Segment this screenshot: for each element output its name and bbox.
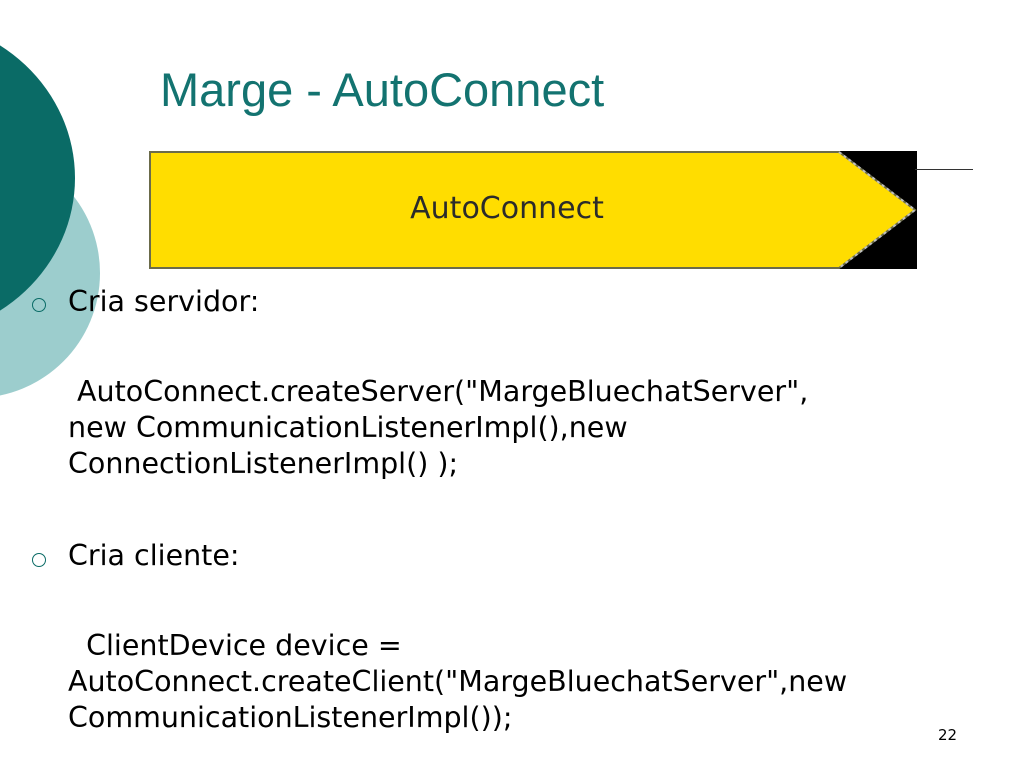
banner-label: AutoConnect xyxy=(410,191,604,226)
bullet-marker xyxy=(32,553,46,567)
code-line: new CommunicationListenerImpl(),new xyxy=(68,411,628,444)
divider-line xyxy=(915,169,973,170)
slide-title: Marge - AutoConnect xyxy=(160,63,605,116)
autoconnect-banner: AutoConnect xyxy=(149,151,917,269)
page-number: 22 xyxy=(938,726,958,744)
bullet-label-server: Cria servidor: xyxy=(68,285,260,318)
code-line: CommunicationListenerImpl()); xyxy=(68,701,513,734)
code-line: ClientDevice device = xyxy=(68,629,402,662)
code-line: AutoConnect.createServer("MargeBluechatS… xyxy=(68,375,809,408)
bullet-label-client: Cria cliente: xyxy=(68,539,240,572)
code-line: ConnectionListenerImpl() ); xyxy=(68,447,459,480)
bullet-marker xyxy=(32,298,46,312)
code-line: AutoConnect.createClient("MargeBluechatS… xyxy=(68,665,848,698)
banner-arrow-shape xyxy=(149,151,917,269)
